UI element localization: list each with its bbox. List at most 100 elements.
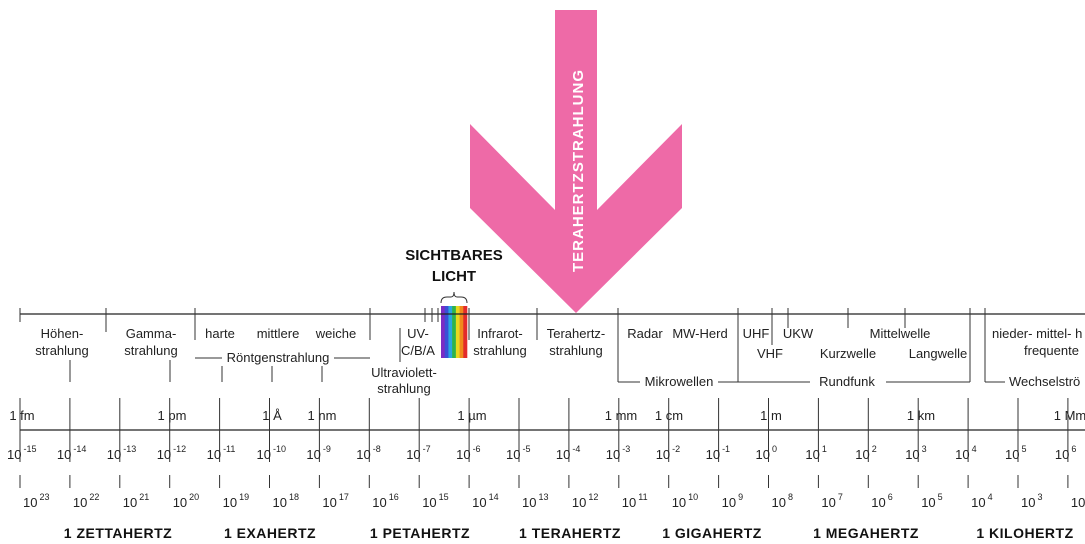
band-wechselstrom: Wechselströ (1009, 374, 1080, 389)
length-label-m: 1 m (760, 408, 782, 423)
length-label-fm: 1 fm (9, 408, 34, 423)
band-uv-line1: UV- (407, 326, 429, 341)
band-mw-herd: MW-Herd (672, 326, 727, 341)
length-label-mm: 1 mm (605, 408, 638, 423)
wavelength-tick-label: 10-6 (456, 444, 480, 462)
band-mikrowellen: Mikrowellen (645, 374, 714, 389)
length-label-nm: 1 nm (308, 408, 337, 423)
band-roentgen-mittlere: mittlere (257, 326, 300, 341)
wavelength-tick-label: 10-15 (7, 444, 36, 462)
band-uhf: UHF (743, 326, 770, 341)
length-label-km: 1 km (907, 408, 935, 423)
spectrum-color-band (463, 306, 468, 358)
wavelength-axis-ticks (19, 398, 1069, 488)
band-vhf: VHF (757, 346, 783, 361)
spectrum-color-band (441, 306, 446, 358)
band-langwelle: Langwelle (909, 346, 968, 361)
band-ultraviolett-line2: strahlung (377, 381, 430, 396)
length-label-mm-mega: 1 Mm (1054, 408, 1085, 423)
band-gamma-line2: strahlung (124, 343, 177, 358)
visible-light-title-line1: SICHTBARES (405, 247, 503, 264)
length-label-angstrom: 1 Å (262, 408, 282, 423)
band-infrarot-line2: strahlung (473, 343, 526, 358)
visible-light-title-line2: LICHT (432, 268, 476, 285)
band-kurzwelle: Kurzwelle (820, 346, 876, 361)
band-gamma-line1: Gamma- (126, 326, 177, 341)
wavelength-tick-label: 10-13 (107, 444, 136, 462)
band-roentgen-weiche: weiche (315, 326, 356, 341)
band-uv-line2: C/B/A (401, 343, 435, 358)
band-rundfunk: Rundfunk (819, 374, 875, 389)
spectrum-color-band (452, 306, 457, 358)
wavelength-tick-label: 10-7 (406, 444, 430, 462)
band-axis-ticks (19, 308, 986, 382)
frequency-name-petahertz: 1 PETAHERTZ (370, 525, 470, 541)
wavelength-tick-label: 10-8 (356, 444, 380, 462)
terahertz-arrow-label: TERAHERTZSTRAHLUNG (570, 69, 587, 272)
band-roentgen-harte: harte (205, 326, 235, 341)
band-ultraviolett-line1: Ultraviolett- (371, 365, 437, 380)
wavelength-tick-label: 10-2 (656, 444, 680, 462)
terahertz-arrow (470, 10, 682, 313)
length-label-um: 1 µm (457, 408, 486, 423)
band-infrarot-line1: Infrarot- (477, 326, 523, 341)
band-niederfrequent-line1: nieder- mittel- h (992, 326, 1082, 341)
wavelength-tick-label: 10-4 (556, 444, 580, 462)
frequency-name-gigahertz: 1 GIGAHERTZ (662, 525, 762, 541)
frequency-name-megahertz: 1 MEGAHERTZ (813, 525, 919, 541)
band-hoehen-line1: Höhen- (41, 326, 84, 341)
wavelength-tick-label: 10-12 (157, 444, 186, 462)
spectrum-color-band (455, 306, 460, 358)
frequency-name-exahertz: 1 EXAHERTZ (224, 525, 316, 541)
visible-light-brace (440, 291, 468, 304)
spectrum-color-band (448, 306, 453, 358)
frequency-name-zettahertz: 1 ZETTAHERTZ (64, 525, 172, 541)
spectrum-color-band (459, 306, 464, 358)
wavelength-tick-label: 10-14 (57, 444, 86, 462)
band-terahertz-line2: strahlung (549, 343, 602, 358)
wavelength-tick-label: 10-3 (606, 444, 630, 462)
band-mittelwelle: Mittelwelle (870, 326, 931, 341)
wavelength-tick-labels: 10-15 10-14 10-13 10-12 10-11 10-10 10-9 10-8 10… (7, 444, 1076, 462)
wavelength-tick-label: 10-5 (506, 444, 530, 462)
spectrum-color-band (444, 306, 449, 358)
band-ukw: UKW (783, 326, 814, 341)
wavelength-tick-label: 10-1 (706, 444, 730, 462)
wavelength-tick-label: 10-9 (306, 444, 330, 462)
wavelength-tick-label: 10-11 (207, 444, 236, 462)
band-radar: Radar (627, 326, 663, 341)
frequency-name-kilohertz: 1 KILOHERTZ (976, 525, 1073, 541)
band-terahertz-line1: Terahertz- (547, 326, 606, 341)
frequency-tick-label: 102 (1071, 492, 1085, 510)
wavelength-tick-label: 10-10 (257, 444, 286, 462)
